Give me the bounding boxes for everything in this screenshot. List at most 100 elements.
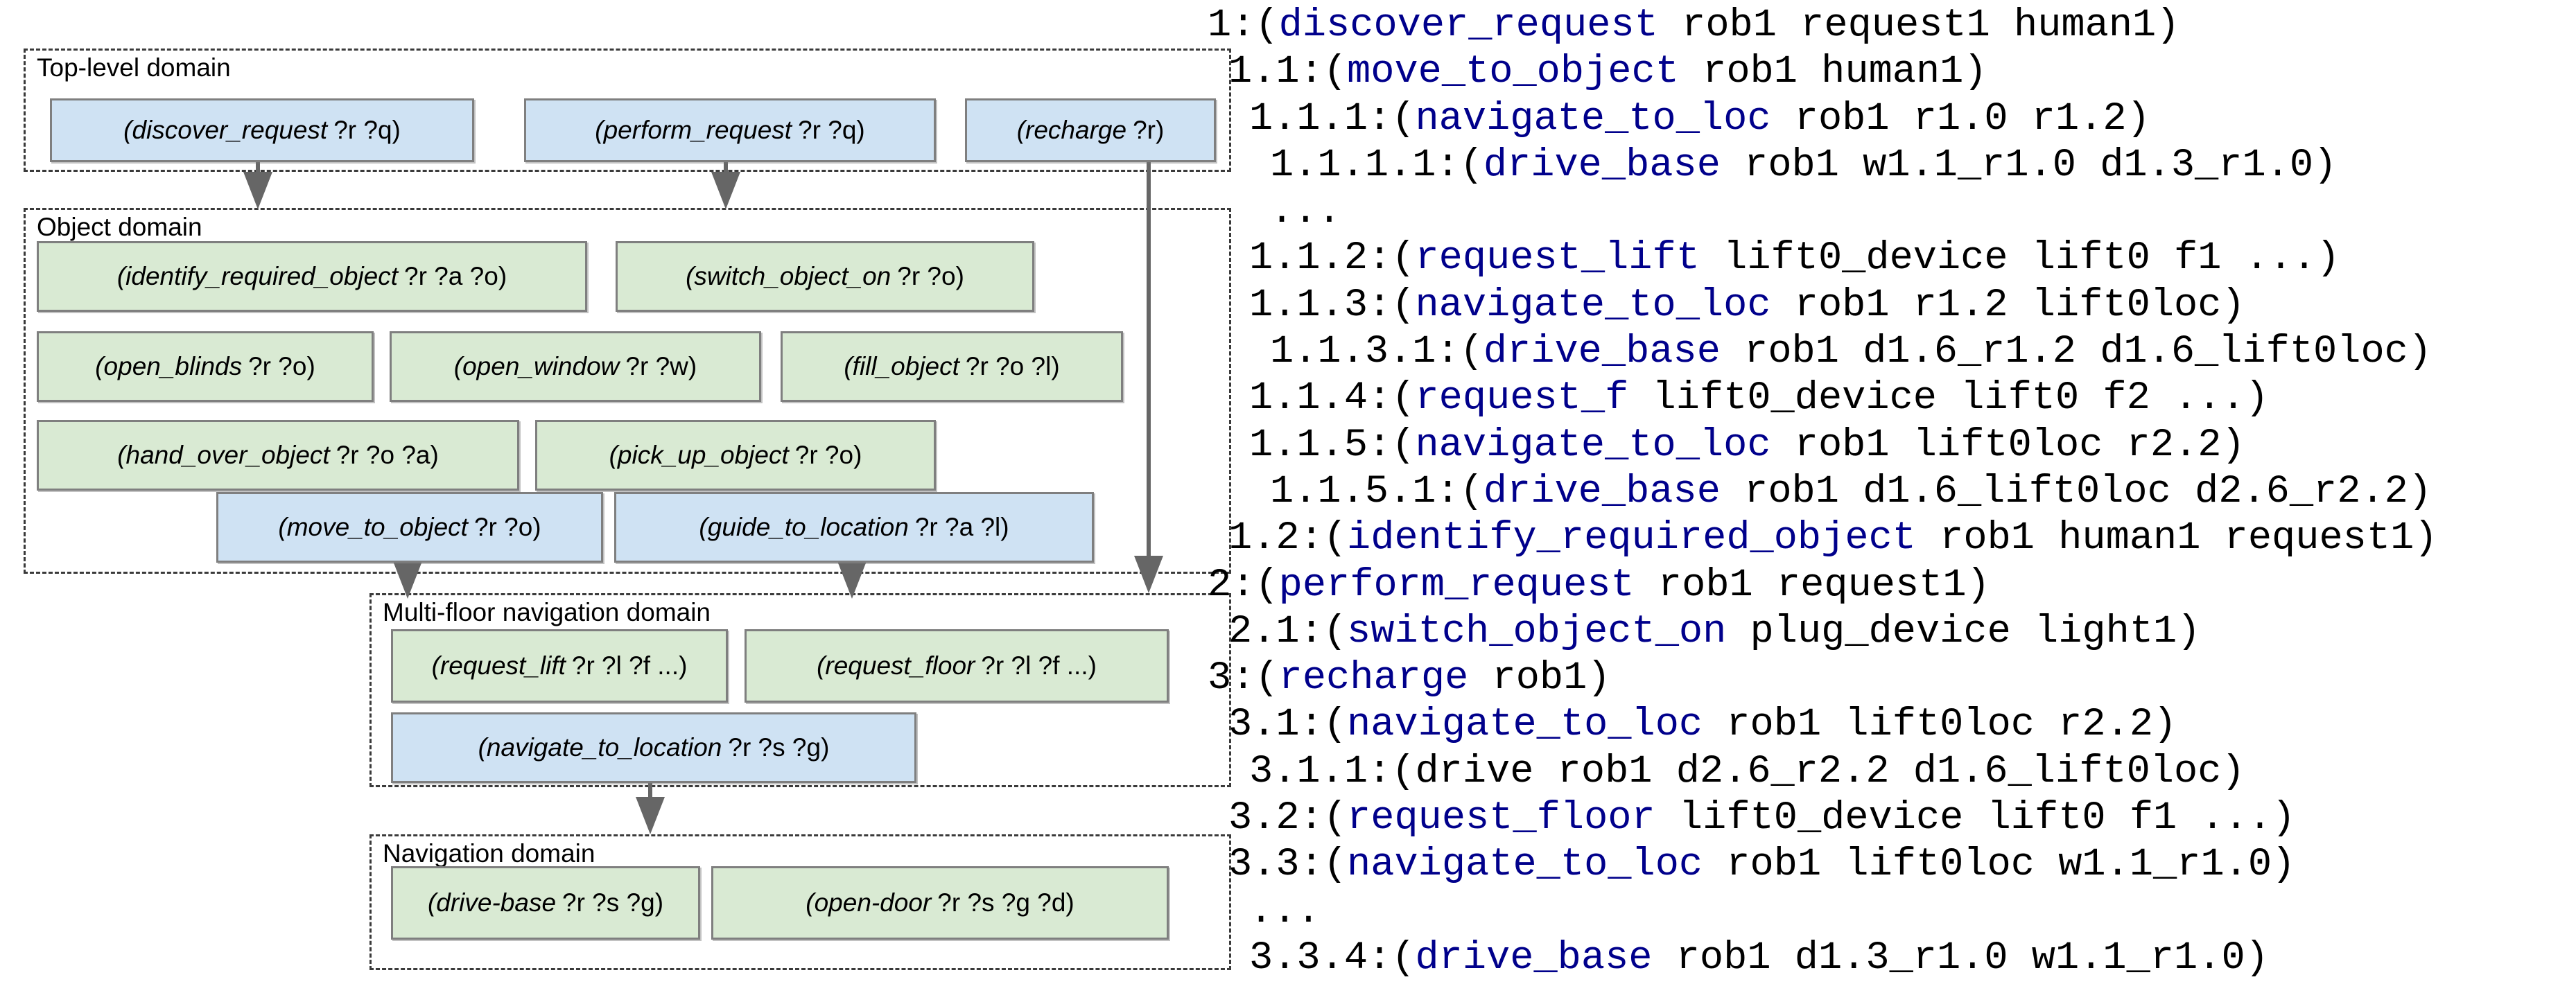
node-name: (request_floor	[817, 651, 975, 680]
node-open-window: (open_window?r ?w)	[390, 331, 761, 402]
node-perform-request: (perform_request?r ?q)	[524, 98, 936, 162]
node-recharge: (recharge?r)	[965, 98, 1216, 162]
trace-segment: 1.1.3.1:(	[1270, 330, 1483, 375]
arrow-head-move-to-multifloor	[393, 561, 422, 599]
node-name: (navigate_to_location	[478, 733, 722, 762]
trace-task-name: drive_base	[1483, 143, 1721, 188]
node-name: (guide_to_location	[699, 513, 909, 541]
trace-line: 2:(perform_request rob1 request1)	[1208, 563, 2576, 609]
trace-segment: 3.2:(	[1228, 796, 1348, 841]
trace-task-name: recharge	[1278, 656, 1469, 701]
trace-line: 2.1:(switch_object_on plug_device light1…	[1228, 609, 2576, 656]
trace-segment: 1:(	[1208, 3, 1279, 48]
trace-segment: 1.1.5:(	[1249, 423, 1416, 468]
trace-segment: 1.1.1.1:(	[1270, 143, 1483, 188]
node-params: ?r ?s ?g ?d)	[937, 888, 1074, 917]
trace-segment: 3.1.1:(drive rob1 d2.6_r2.2 d1.6_lift0lo…	[1249, 749, 2245, 794]
navigation-domain-label: Navigation domain	[383, 839, 595, 868]
node-name: (move_to_object	[278, 513, 468, 541]
trace-segment: plug_device light1)	[1726, 609, 2201, 654]
node-params: ?r ?w)	[625, 352, 697, 380]
trace-task-name: drive_base	[1483, 330, 1721, 375]
trace-segment: rob1 request1 human1)	[1657, 3, 2180, 48]
trace-line: 1.1.1.1:(drive_base rob1 w1.1_r1.0 d1.3_…	[1270, 143, 2576, 189]
trace-segment: 1.1.2:(	[1249, 236, 1416, 281]
node-fill-object: (fill_object?r ?o ?l)	[781, 331, 1123, 402]
trace-segment: 2:(	[1208, 563, 1279, 608]
multi-floor-domain-label: Multi-floor navigation domain	[383, 598, 711, 626]
multi-floor-domain-box: Multi-floor navigation domain	[369, 593, 1231, 787]
node-name: (recharge	[1016, 116, 1127, 144]
trace-segment: rob1 r1.2 lift0loc)	[1770, 283, 2245, 328]
node-params: ?r ?o ?a)	[336, 441, 439, 469]
node-request-lift: (request_lift?r ?l ?f ...)	[391, 629, 728, 703]
trace-task-name: move_to_object	[1347, 50, 1679, 95]
trace-line: 1.1.5:(navigate_to_loc rob1 lift0loc r2.…	[1249, 423, 2576, 469]
node-open-door: (open-door?r ?s ?g ?d)	[711, 866, 1169, 940]
node-params: ?r ?s ?g)	[728, 733, 830, 762]
trace-segment: 3.3.4:(	[1249, 935, 1416, 981]
trace-line: 1.1.2:(request_lift lift0_device lift0 f…	[1249, 236, 2576, 282]
trace-segment: 3:(	[1208, 656, 1279, 701]
node-discover-request: (discover_request?r ?q)	[50, 98, 474, 162]
trace-segment: rob1 d1.3_r1.0 w1.1_r1.0)	[1652, 935, 2269, 981]
trace-segment: 1.1.5.1:(	[1270, 469, 1483, 514]
trace-segment: rob1 lift0loc r2.2)	[1770, 423, 2245, 468]
node-drive-base: (drive-base?r ?s ?g)	[391, 866, 700, 940]
node-params: ?r ?o)	[248, 352, 315, 380]
arrow-line-discover-to-object	[256, 158, 260, 173]
trace-line: ...	[1249, 889, 2576, 935]
object-domain-label: Object domain	[37, 213, 202, 241]
trace-task-name: navigate_to_loc	[1415, 423, 1771, 468]
trace-line: 3.1.1:(drive rob1 d2.6_r2.2 d1.6_lift0lo…	[1249, 749, 2576, 796]
trace-line: 3.1:(navigate_to_loc rob1 lift0loc r2.2)	[1228, 702, 2576, 748]
top-level-domain-box: Top-level domain	[24, 49, 1231, 172]
node-name: (discover_request	[123, 116, 328, 144]
trace-task-name: drive_base	[1415, 935, 1653, 981]
node-guide-to-location: (guide_to_location?r ?a ?l)	[614, 492, 1094, 563]
trace-task-name: drive_base	[1483, 469, 1721, 514]
trace-segment: 3.3:(	[1228, 843, 1348, 888]
node-hand-over-object: (hand_over_object?r ?o ?a)	[37, 420, 519, 491]
trace-segment: ...	[1249, 889, 1321, 934]
trace-line: 1.1.4:(request_f lift0_device lift0 f2 .…	[1249, 376, 2576, 422]
trace-segment: lift0_device lift0 f1 ...)	[1655, 796, 2296, 841]
trace-line: ...	[1270, 189, 2576, 236]
trace-segment: 1.1.1:(	[1249, 96, 1416, 141]
trace-line: 1.1.3:(navigate_to_loc rob1 r1.2 lift0lo…	[1249, 283, 2576, 329]
trace-segment: ...	[1270, 190, 1341, 235]
trace-segment: rob1 lift0loc w1.1_r1.0)	[1703, 843, 2296, 888]
trace-line: 1.1.1:(navigate_to_loc rob1 r1.0 r1.2)	[1249, 96, 2576, 143]
node-params: ?r ?q)	[798, 116, 865, 144]
arrow-head-perform-to-object	[711, 172, 740, 209]
node-name: (hand_over_object	[117, 441, 330, 469]
node-params: ?r ?q)	[333, 116, 401, 144]
trace-task-name: request_lift	[1415, 236, 1700, 281]
trace-segment: rob1 human1 request1)	[1915, 516, 2438, 561]
node-name: (perform_request	[595, 116, 792, 144]
node-params: ?r)	[1133, 116, 1165, 144]
trace-segment: rob1 d1.6_r1.2 d1.6_lift0loc)	[1720, 330, 2433, 375]
node-name: (identify_required_object	[116, 262, 399, 290]
trace-line: 3.3:(navigate_to_loc rob1 lift0loc w1.1_…	[1228, 842, 2576, 888]
trace-segment: lift0_device lift0 f1 ...)	[1699, 236, 2340, 281]
node-name: (drive-base	[427, 888, 557, 917]
trace-segment: 1.1:(	[1228, 50, 1348, 95]
node-params: ?r ?o)	[794, 441, 862, 469]
trace-segment: rob1 w1.1_r1.0 d1.3_r1.0)	[1720, 143, 2338, 188]
trace-task-name: request_floor	[1347, 796, 1655, 841]
node-navigate-to-location: (navigate_to_location?r ?s ?g)	[391, 712, 916, 783]
arrow-head-recharge-to-multifloor	[1134, 556, 1163, 593]
trace-task-name: switch_object_on	[1347, 609, 1727, 654]
trace-line: 3.3.4:(drive_base rob1 d1.3_r1.0 w1.1_r1…	[1249, 935, 2576, 982]
trace-segment: rob1 r1.0 r1.2)	[1770, 96, 2150, 141]
node-params: ?r ?a ?l)	[914, 513, 1009, 541]
node-name: (open_blinds	[95, 352, 243, 380]
trace-segment: 1.1.4:(	[1249, 376, 1416, 421]
trace-segment: lift0_device lift0 f2 ...)	[1628, 376, 2269, 421]
decomposition-trace-panel: 1:(discover_request rob1 request1 human1…	[1208, 3, 2576, 984]
trace-segment: rob1 human1)	[1678, 50, 1987, 95]
arrow-head-discover-to-object	[243, 172, 272, 209]
node-name: (open_window	[453, 352, 620, 380]
node-name: (switch_object_on	[686, 262, 891, 290]
